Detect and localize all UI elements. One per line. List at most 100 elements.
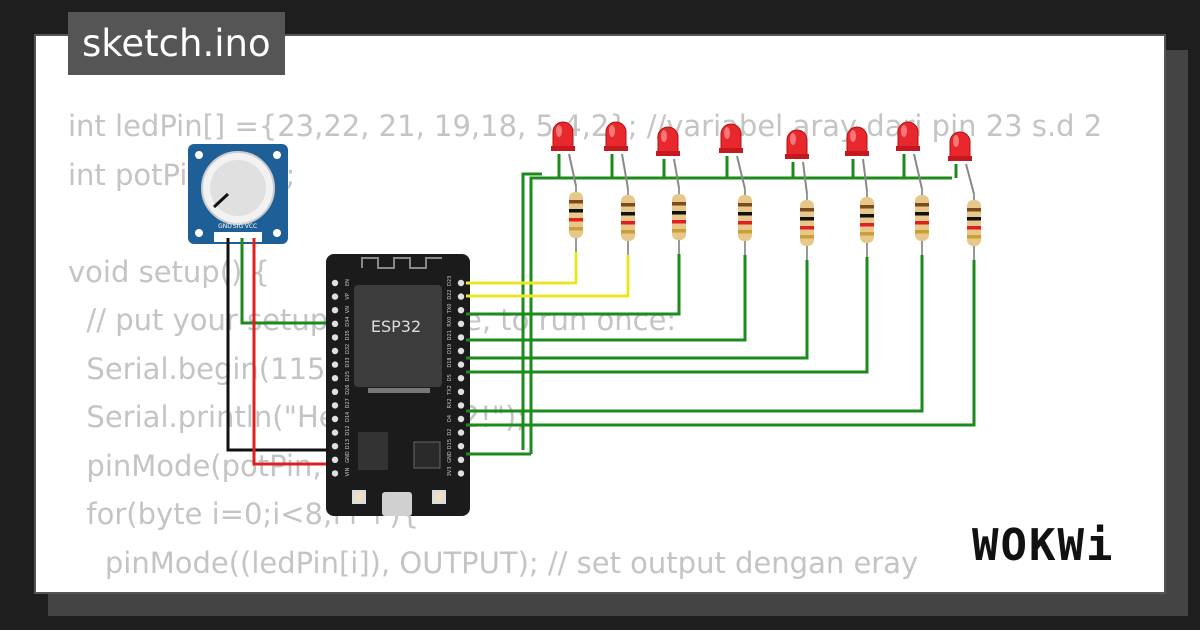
pin-label: RX0: [447, 317, 453, 327]
code-line-10: pinMode((ledPin[i]), OUTPUT); // set out…: [68, 545, 919, 580]
wire-pot-vcc: [252, 238, 336, 466]
pin-hole: [331, 375, 339, 382]
pin-label: D2: [447, 429, 453, 436]
resistor[interactable]: [800, 194, 814, 260]
led-body: [605, 121, 627, 149]
right-pin-header: D23D22TX0RX0D21D19D18D5TX2RX2D4D2D15GND3…: [447, 276, 465, 477]
pin-hole: [457, 320, 465, 327]
resistor[interactable]: [967, 194, 981, 260]
led[interactable]: [719, 123, 743, 153]
resistor-band: [672, 229, 686, 233]
pin-hole: [331, 429, 339, 436]
pin-hole: [457, 361, 465, 368]
pin-label: VP: [345, 293, 351, 299]
wire-led-signal: [466, 255, 630, 298]
pin-label: D13: [345, 439, 351, 449]
pin-hole: [457, 279, 465, 287]
led[interactable]: [845, 126, 869, 156]
led-body: [720, 123, 742, 151]
wire-led-signal: [466, 254, 681, 316]
esp32-label: ESP32: [371, 317, 421, 336]
esp32-board[interactable]: ESP32 ENVPVND34D35D32D33D25D26D27D14D12D…: [326, 254, 470, 516]
led[interactable]: [948, 131, 972, 161]
pin-label: D14: [345, 412, 351, 422]
pot-pin-label: GND: [218, 223, 232, 230]
pin-hole: [457, 429, 465, 436]
potentiometer[interactable]: GND SIG VCC: [188, 144, 288, 244]
left-pin-header: ENVPVND34D35D32D33D25D26D27D14D12D13GNDV…: [331, 279, 351, 477]
resistor-band: [672, 211, 686, 215]
pin-label: D4: [447, 415, 453, 422]
pin-hole: [457, 388, 465, 395]
resistor-band: [915, 212, 929, 216]
resistor[interactable]: [915, 189, 929, 255]
pin-hole: [457, 456, 465, 463]
usb-port[interactable]: [382, 492, 412, 516]
pin-label: GND: [447, 451, 453, 463]
pin-hole: [457, 443, 465, 450]
resistor-body: [860, 197, 874, 243]
resistor[interactable]: [860, 191, 874, 257]
led-lead: [736, 155, 746, 190]
led-body: [552, 121, 574, 149]
led[interactable]: [896, 121, 920, 151]
code-line-4: void setup() {: [68, 254, 270, 289]
pin-label: D12: [345, 425, 351, 435]
voltage-regulator: [358, 432, 388, 470]
resistor-body: [621, 195, 635, 241]
pin-label: D34: [345, 317, 351, 327]
wire-led-signal: [466, 255, 747, 342]
led-highlight: [661, 130, 667, 142]
file-tab[interactable]: sketch.ino: [68, 12, 285, 75]
led-lead: [862, 158, 868, 192]
pin-label: D21: [447, 330, 453, 340]
pin-label: TX0: [447, 304, 453, 315]
resistor[interactable]: [569, 186, 583, 252]
resistor-body: [569, 192, 583, 238]
pin-hole: [331, 415, 339, 423]
wokwi-logo: WOKWi: [972, 520, 1115, 571]
resistor-band: [621, 212, 635, 216]
pin-hole: [331, 402, 339, 409]
resistor[interactable]: [621, 189, 635, 255]
led-highlight: [850, 130, 856, 142]
led[interactable]: [656, 126, 680, 156]
led-body: [897, 121, 919, 149]
pot-pin-label: VCC: [245, 223, 257, 230]
resistor-band: [800, 208, 814, 212]
resistor-band: [672, 220, 686, 224]
led[interactable]: [785, 129, 809, 159]
circuit-diagram: GND SIG VCC ESP32 ENVPVND34D35D32D33D25D…: [188, 121, 981, 516]
wifi-antenna: [361, 257, 442, 269]
resistor-band: [569, 209, 583, 213]
pin-label: D32: [345, 344, 351, 354]
pin-hole: [457, 375, 465, 382]
wire-led-signal: [466, 260, 976, 427]
pin-hole: [331, 388, 339, 395]
led[interactable]: [604, 121, 628, 151]
led-group: [551, 121, 972, 161]
pin-label: D26: [345, 385, 351, 395]
resistor-band: [738, 203, 752, 207]
pin-hole: [457, 293, 465, 300]
led-lead: [802, 161, 808, 195]
led-highlight: [609, 125, 615, 137]
wire-led-signal: [466, 260, 809, 360]
led-body: [786, 129, 808, 157]
resistor-band: [967, 217, 981, 221]
usb-chip: [413, 441, 441, 469]
led-wires: [466, 153, 976, 456]
resistor-band: [569, 227, 583, 231]
led-lead: [913, 153, 923, 190]
resistor-body: [967, 200, 981, 246]
resistor-group: [569, 186, 981, 260]
resistor-band: [967, 208, 981, 212]
pin-label: 3V3: [447, 467, 453, 477]
resistor-band: [800, 217, 814, 221]
led[interactable]: [551, 121, 575, 151]
led-highlight: [953, 135, 959, 147]
resistor-body: [672, 194, 686, 240]
esp32-chip: [354, 285, 442, 387]
resistor[interactable]: [672, 188, 686, 254]
resistor[interactable]: [738, 189, 752, 255]
